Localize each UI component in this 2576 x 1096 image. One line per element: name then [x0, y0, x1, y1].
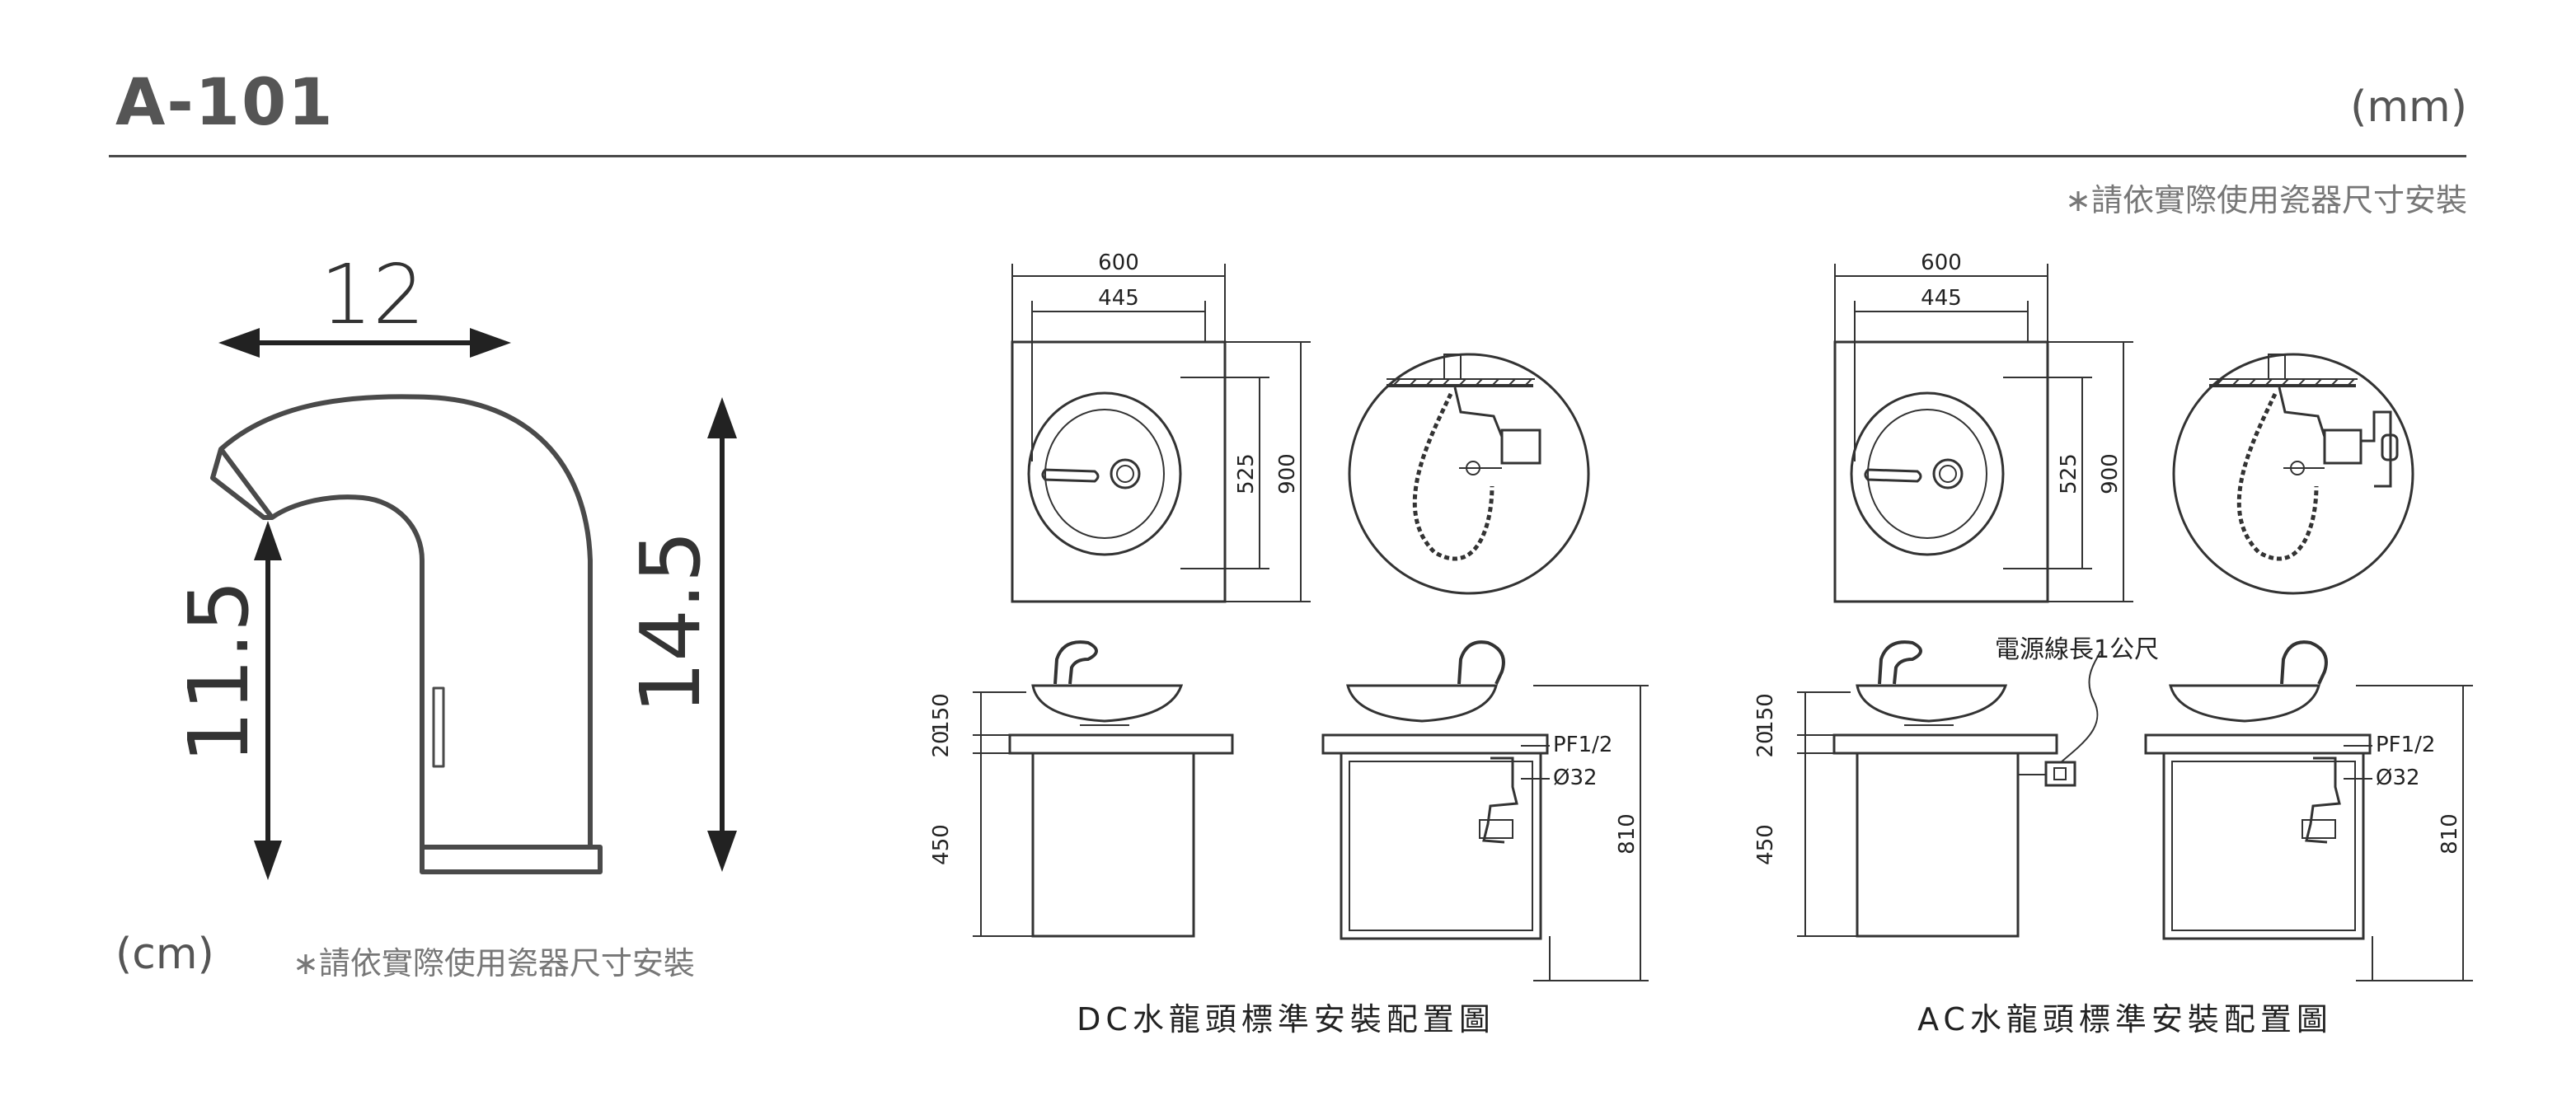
- faucet-width-dimension: [218, 328, 511, 358]
- ac-dimension-labels: 600 445 525 900 150 20 450 810 PF1/2 Ø32…: [1753, 251, 2462, 865]
- faucet-outline: [218, 394, 593, 850]
- dc-plumbing-detail: [1348, 353, 1590, 595]
- faucet-side-view: [210, 328, 737, 880]
- ac-installation-diagram: [1797, 264, 2473, 981]
- dc-pf-label: PF1/2: [1553, 733, 1612, 757]
- dc-outer-width: 600: [1098, 251, 1139, 275]
- dc-dimension-labels: 600 445 525 900 150 20 450 810 PF1/2 Ø32: [929, 251, 1640, 865]
- ac-outer-depth: 900: [2098, 453, 2123, 494]
- ac-plumbing-detail: [2172, 353, 2414, 595]
- faucet-nozzle: [210, 448, 272, 520]
- dc-caption: DC水龍頭標準安裝配置圖: [1077, 1001, 1495, 1037]
- unit-label-cm: (cm): [115, 930, 214, 979]
- ac-dia-label: Ø32: [2376, 766, 2420, 790]
- ac-top-view: [1833, 264, 2133, 603]
- dc-inner-depth: 525: [1234, 453, 1259, 494]
- dc-front-view: [973, 640, 1234, 938]
- dc-dim-810: 810: [1615, 813, 1640, 855]
- dc-dim-20: 20: [929, 730, 954, 757]
- unit-label-mm: (mm): [2350, 82, 2467, 132]
- dc-top-view: [1011, 264, 1311, 603]
- total-height-dimension: [707, 397, 737, 872]
- install-note-left: ∗請依實際使用瓷器尺寸安裝: [293, 945, 695, 981]
- ac-side-view: [2144, 640, 2473, 981]
- ac-inner-width: 445: [1921, 286, 1962, 311]
- spout-height-dimension: [254, 521, 282, 880]
- dc-outer-depth: 900: [1275, 453, 1300, 494]
- model-title: A-101: [115, 66, 335, 140]
- ac-caption: AC水龍頭標準安裝配置圖: [1917, 1001, 2333, 1037]
- dc-side-view: [1321, 640, 1649, 981]
- dc-dim-150: 150: [929, 693, 954, 734]
- ac-dim-150: 150: [1753, 693, 1778, 734]
- ac-front-view: [1797, 640, 2101, 938]
- ac-dim-810: 810: [2438, 813, 2462, 855]
- install-note-top: ∗請依實際使用瓷器尺寸安裝: [2065, 182, 2467, 218]
- header-rule: [109, 155, 2466, 157]
- faucet-base: [420, 845, 603, 874]
- ac-outer-width: 600: [1921, 251, 1962, 275]
- sensor-window: [432, 686, 445, 768]
- spout-height-label: 11.5: [171, 580, 267, 764]
- faucet-width-label: 12: [320, 246, 425, 343]
- dc-installation-diagram: [973, 264, 1649, 981]
- ac-pf-label: PF1/2: [2376, 733, 2435, 757]
- ac-dim-450: 450: [1753, 824, 1778, 865]
- ac-power-cord-label: 電源線長1公尺: [1995, 635, 2159, 664]
- ac-inner-depth: 525: [2057, 453, 2081, 494]
- ac-dim-20: 20: [1753, 730, 1778, 757]
- dc-inner-width: 445: [1098, 286, 1139, 311]
- dc-dim-450: 450: [929, 824, 954, 865]
- total-height-label: 14.5: [622, 531, 719, 714]
- dc-dia-label: Ø32: [1553, 766, 1598, 790]
